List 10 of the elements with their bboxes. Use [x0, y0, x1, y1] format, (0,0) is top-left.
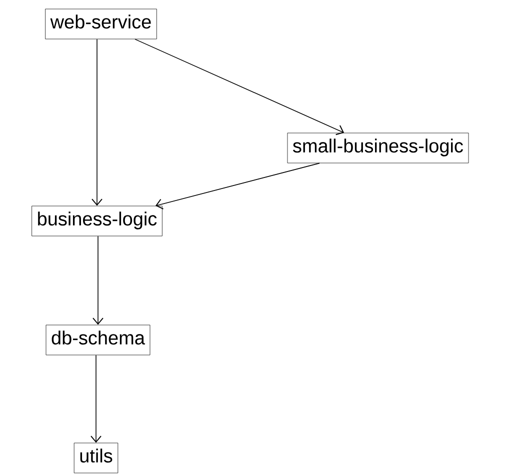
- arrow: [92, 38, 102, 206]
- arrow: [134, 38, 344, 136]
- module-box: business-logic: [32, 206, 162, 236]
- arrow: [155, 162, 320, 210]
- module-box: web-service: [45, 8, 157, 40]
- arrow: [90, 354, 102, 443]
- module-box: utils: [74, 442, 118, 474]
- module-box: db-schema: [46, 324, 150, 356]
- arrow: [92, 236, 104, 325]
- module-box: small-business-logic: [287, 132, 469, 164]
